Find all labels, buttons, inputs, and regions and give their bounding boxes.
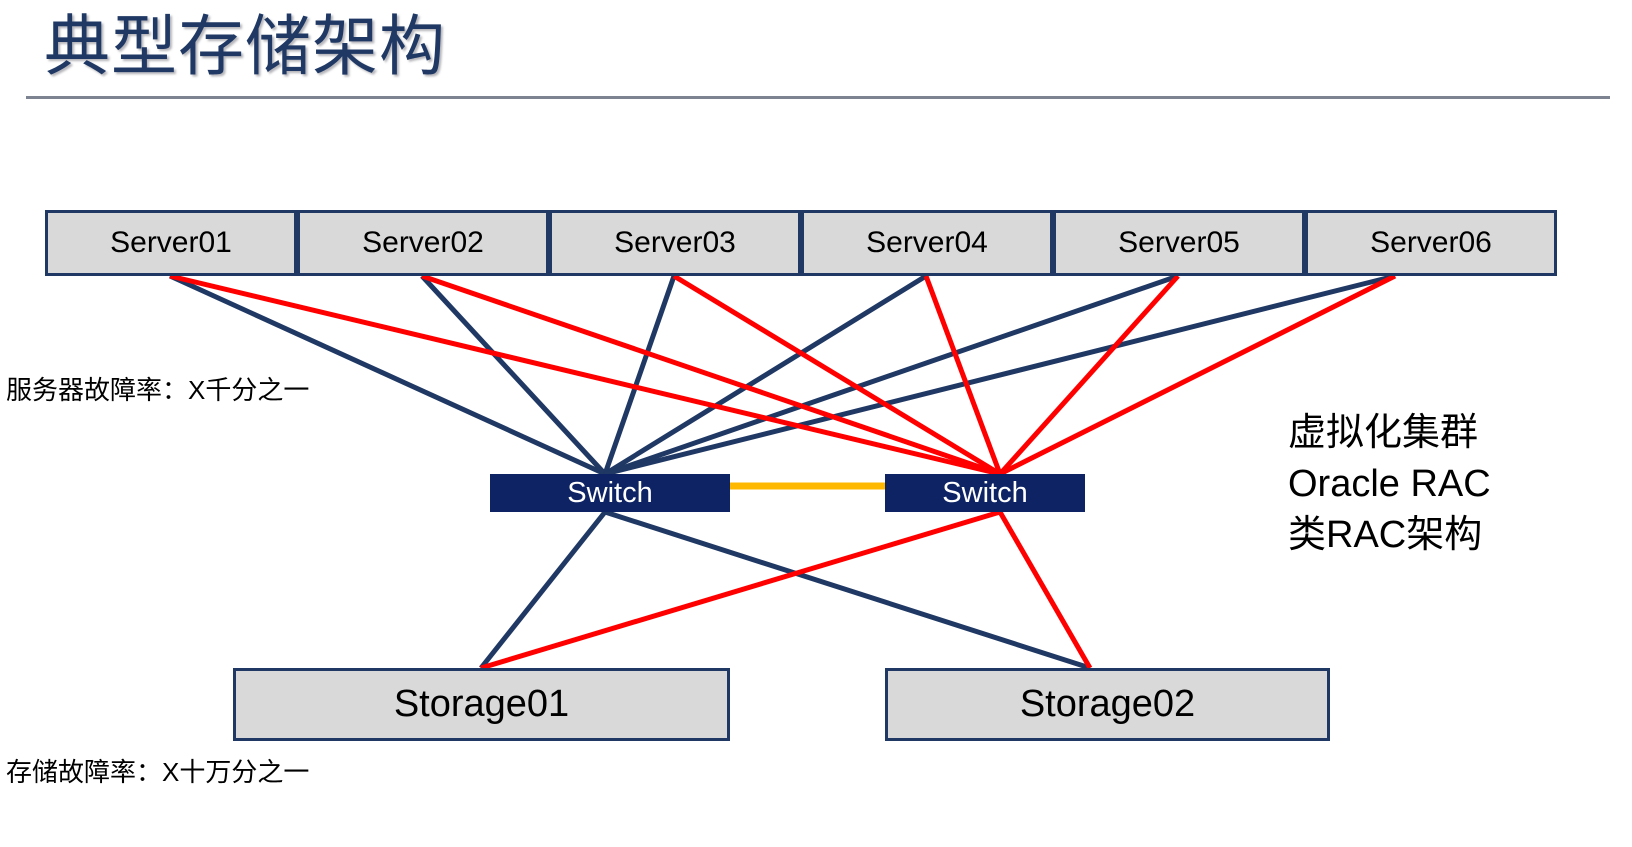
server-node-2-label: Server02 xyxy=(362,226,484,259)
switch-node-2-label: Switch xyxy=(942,476,1028,509)
link-server03-to-switch-right xyxy=(672,273,1002,477)
server-node-3[interactable]: Server03 xyxy=(549,210,801,276)
link-server05-to-switch-right xyxy=(998,274,1180,476)
server-node-1-label: Server01 xyxy=(110,226,232,259)
navy-server-links xyxy=(168,273,1396,477)
server-node-3-label: Server03 xyxy=(614,226,736,259)
server-node-4[interactable]: Server04 xyxy=(801,210,1053,276)
link-server03-to-switch-left xyxy=(602,275,677,475)
server-failure-rate-note: 服务器故障率：X千分之一 xyxy=(6,375,310,405)
switch-node-1[interactable]: Switch xyxy=(490,474,730,512)
title-divider xyxy=(26,96,1610,99)
link-server02-to-switch-right xyxy=(421,273,1001,477)
server-node-6-label: Server06 xyxy=(1370,226,1492,259)
link-switch-right-to-storage02 xyxy=(997,510,1093,670)
server-node-2[interactable]: Server02 xyxy=(297,210,549,276)
server-node-5[interactable]: Server05 xyxy=(1053,210,1305,276)
link-switch-right-to-storage01 xyxy=(480,509,1001,671)
page-title: 典型存储架构 xyxy=(44,9,446,83)
server-node-4-label: Server04 xyxy=(866,226,988,259)
link-server04-to-switch-left xyxy=(603,273,928,477)
switch-node-2[interactable]: Switch xyxy=(885,474,1085,512)
server-node-5-label: Server05 xyxy=(1118,226,1240,259)
link-server01-to-switch-right xyxy=(169,273,1001,477)
architecture-note-line-2: Oracle RAC xyxy=(1288,463,1491,505)
red-server-links xyxy=(169,273,1397,477)
architecture-note-block: 虚拟化集群 Oracle RAC 类RAC架构 xyxy=(1288,408,1491,561)
switch-storage-links xyxy=(479,509,1093,671)
storage-node-2[interactable]: Storage02 xyxy=(885,668,1330,741)
link-server06-to-switch-right xyxy=(998,273,1397,477)
architecture-note-line-3: 类RAC架构 xyxy=(1288,514,1483,556)
storage-failure-rate-note: 存储故障率：X十万分之一 xyxy=(6,757,310,787)
storage-node-2-label: Storage02 xyxy=(1019,683,1196,725)
architecture-note-line-1: 虚拟化集群 xyxy=(1288,412,1479,454)
server-node-6[interactable]: Server06 xyxy=(1305,210,1557,276)
link-server01-to-switch-left xyxy=(168,273,607,477)
link-switch-left-to-storage01 xyxy=(479,510,607,670)
storage-node-1-label: Storage01 xyxy=(393,683,570,725)
link-switch-left-to-storage02 xyxy=(604,509,1091,671)
link-server05-to-switch-left xyxy=(604,273,1179,477)
link-server06-to-switch-left xyxy=(604,273,1396,477)
link-server02-to-switch-left xyxy=(420,274,607,476)
storage-node-1[interactable]: Storage01 xyxy=(233,668,730,741)
switch-node-1-label: Switch xyxy=(567,476,653,509)
server-node-1[interactable]: Server01 xyxy=(45,210,297,276)
link-server04-to-switch-right xyxy=(923,275,1003,475)
